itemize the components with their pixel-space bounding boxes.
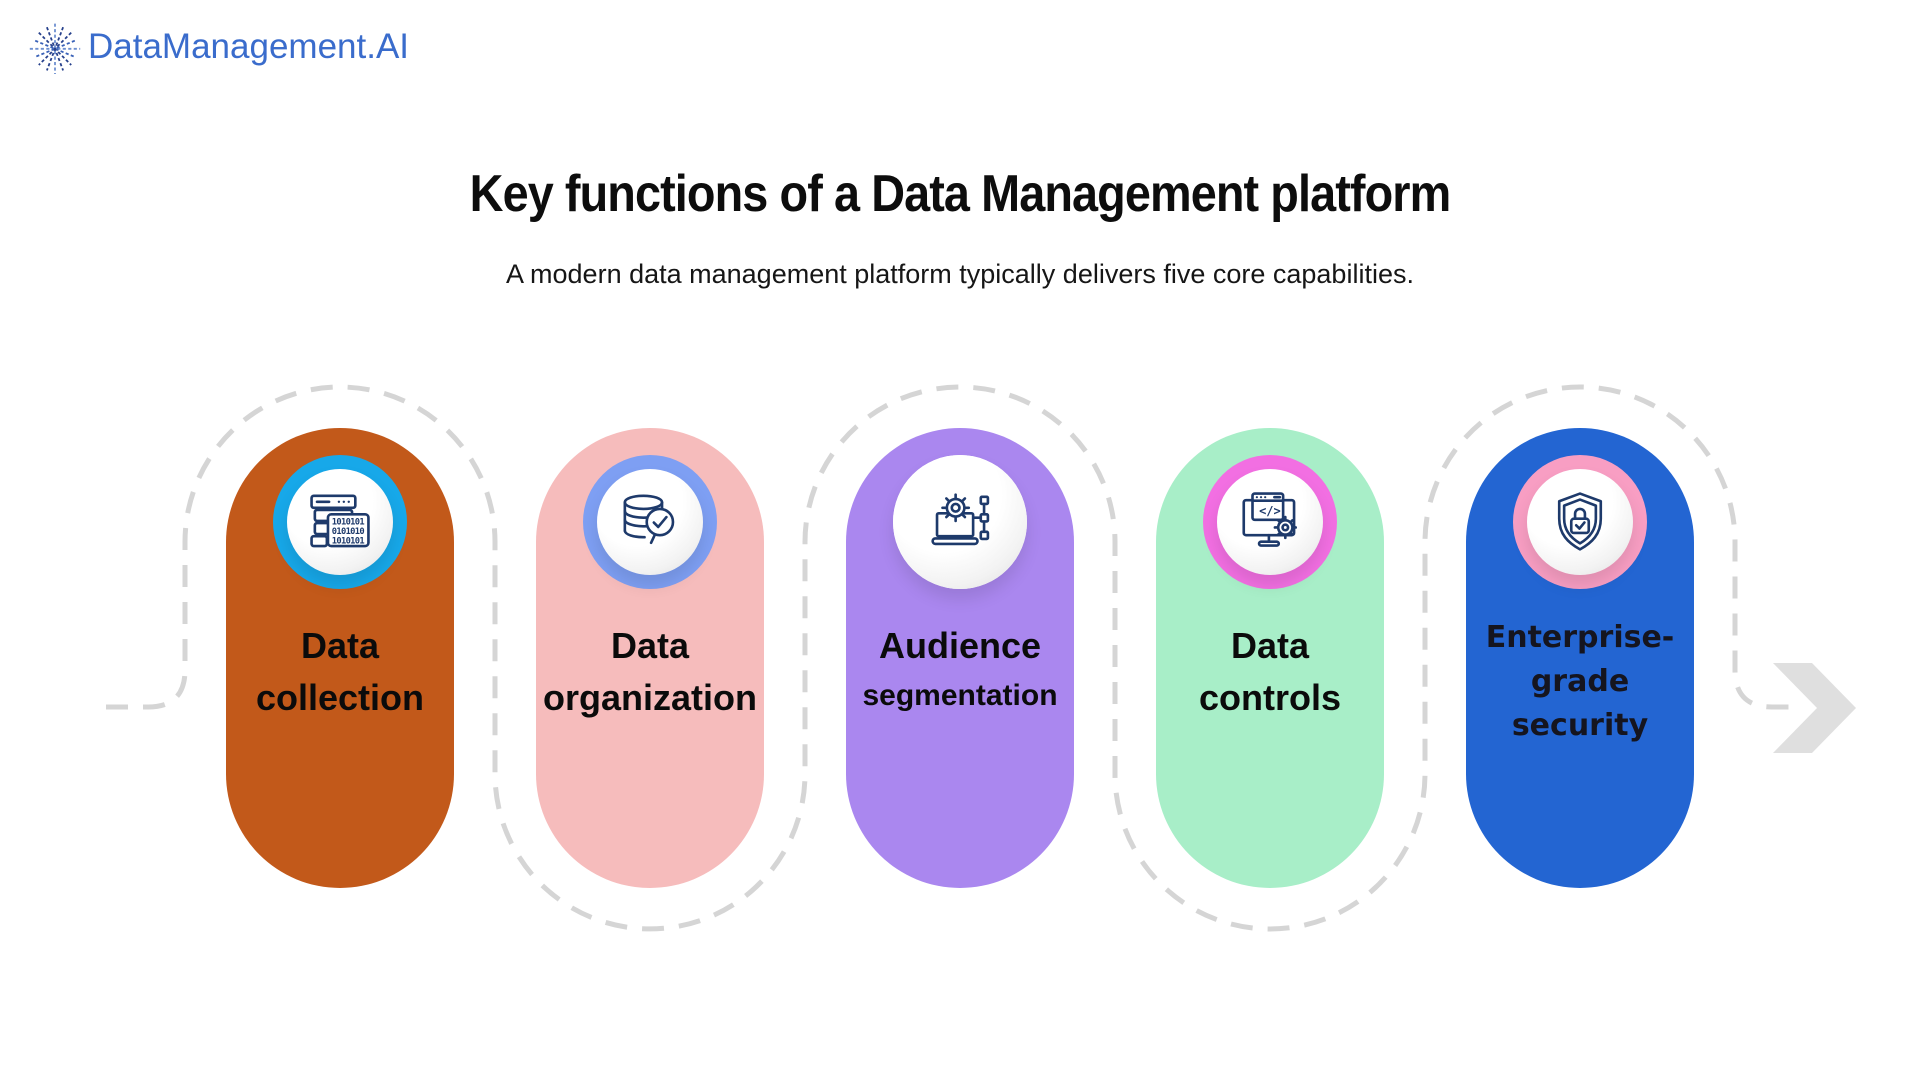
card-label: Audience segmentation bbox=[862, 625, 1058, 712]
card-badge bbox=[583, 455, 717, 589]
code-monitor-gear-icon: </> bbox=[1217, 469, 1323, 575]
svg-text:1010101: 1010101 bbox=[332, 536, 365, 546]
card-label: Data collection bbox=[255, 625, 425, 718]
card-label: Data controls bbox=[1198, 625, 1341, 718]
logo: DataManagement.AI bbox=[28, 18, 409, 76]
starburst-icon bbox=[29, 23, 81, 74]
card-data-controls: </> Data contr bbox=[1156, 428, 1384, 888]
laptop-gear-nodes-icon bbox=[893, 455, 1027, 589]
database-search-icon bbox=[597, 469, 703, 575]
card-badge: 1010101 0101010 1010101 bbox=[273, 455, 407, 589]
svg-text:</>: </> bbox=[1259, 504, 1281, 518]
card-label: Data organization bbox=[543, 625, 757, 718]
card-data-organization: Data organization bbox=[536, 428, 764, 888]
card-enterprise-grade-security: Enterprise- grade security bbox=[1466, 428, 1694, 888]
card-badge bbox=[1513, 455, 1647, 589]
dashed-flow-line bbox=[106, 384, 1802, 932]
card-label: Enterprise- grade security bbox=[1485, 620, 1675, 743]
chevron-right-arrow-icon bbox=[1773, 663, 1856, 753]
server-binary-icon: 1010101 0101010 1010101 bbox=[287, 469, 393, 575]
page-subtitle: A modern data management platform typica… bbox=[506, 259, 1414, 289]
svg-text:0101010: 0101010 bbox=[332, 527, 365, 537]
card-data-collection: 1010101 0101010 1010101 Data collection bbox=[226, 428, 454, 888]
card-badge bbox=[893, 455, 1027, 589]
shield-lock-icon bbox=[1527, 469, 1633, 575]
logo-text: DataManagement.AI bbox=[88, 27, 410, 66]
page-title: Key functions of a Data Management platf… bbox=[469, 165, 1452, 223]
card-audience-segmentation: Audience segmentation bbox=[846, 428, 1074, 888]
card-badge: </> bbox=[1203, 455, 1337, 589]
svg-text:1010101: 1010101 bbox=[332, 518, 365, 528]
